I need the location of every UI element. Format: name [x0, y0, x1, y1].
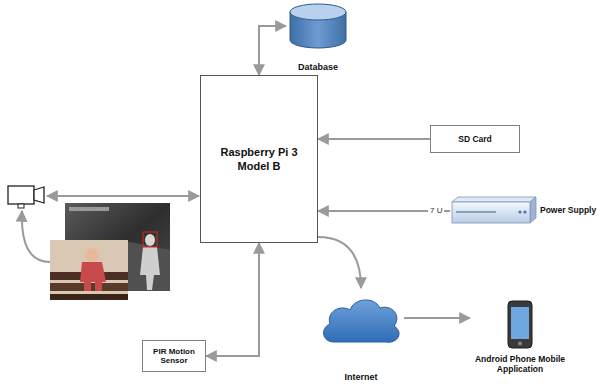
- edge-label: 7 U: [428, 206, 444, 216]
- connector-arrow: [318, 237, 361, 288]
- node-label: Internet: [318, 372, 404, 382]
- connector-arrow: [259, 26, 286, 75]
- power-supply-unit: Power Supply: [450, 196, 598, 224]
- child-photo: [50, 240, 128, 300]
- sensor-box: PIR Motion Sensor: [142, 340, 206, 372]
- connector-arrow: [404, 317, 470, 319]
- phone-app: Android Phone Mobile Application: [470, 300, 570, 380]
- photo-link: [22, 211, 50, 262]
- phone-app-outline: [505, 300, 535, 354]
- node-label: Database: [276, 62, 360, 72]
- node-label: Raspberry Pi 3 Model B: [209, 145, 309, 173]
- processor-box: Raspberry Pi 3 Model B: [200, 75, 318, 243]
- power-supply-unit-outline: [450, 196, 538, 228]
- internet-cloud: Internet: [318, 288, 404, 384]
- camera-icon: [8, 186, 44, 208]
- database-cylinder-outline: [286, 2, 350, 54]
- database-cylinder: Database: [286, 2, 350, 74]
- camera-link: [47, 195, 199, 197]
- connector-arrow: [318, 138, 430, 140]
- node-label: PIR Motion Sensor: [146, 347, 202, 365]
- connector-arrow: [206, 243, 259, 356]
- node-label: Android Phone Mobile Application: [470, 354, 570, 374]
- node-label: Power Supply: [540, 205, 596, 215]
- storage-box: SD Card: [430, 125, 520, 153]
- internet-cloud-outline: [318, 288, 404, 354]
- node-label: SD Card: [458, 134, 492, 144]
